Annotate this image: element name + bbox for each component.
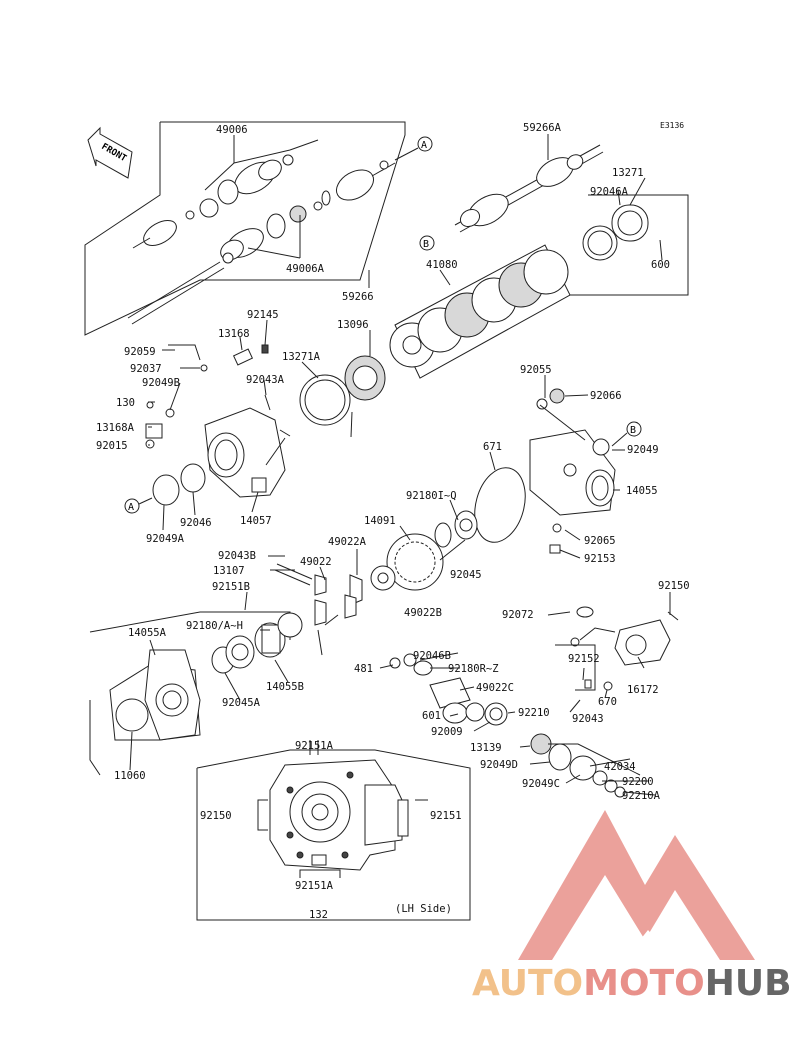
part-label: 49006A [286, 263, 325, 275]
automotohub-logo-icon [518, 810, 755, 960]
part-label: 59266 [342, 291, 374, 303]
part-label: 41080 [426, 259, 458, 271]
part-label: 92210 [518, 707, 550, 719]
part-label: 92043B [218, 550, 256, 562]
part-number-labels: E3136 49006 49006A 59266 59266A 13271 92… [96, 121, 690, 921]
left-housing [145, 344, 386, 506]
right-drive-shaft [454, 144, 689, 296]
diagram-code: E3136 [660, 121, 684, 130]
part-label: 13271A [282, 351, 321, 363]
part-label: 92180/A~H [186, 620, 243, 632]
part-label: 92151 [430, 810, 462, 822]
part-label: 92152 [568, 653, 600, 665]
part-label: 92150 [200, 810, 232, 822]
part-label: 92046B [413, 650, 451, 662]
left-cover-assembly [89, 611, 303, 776]
part-label: 14055 [626, 485, 658, 497]
ref-marker-a-top [417, 136, 433, 152]
part-label: 92046A [590, 186, 629, 198]
part-label: 13271 [612, 167, 644, 179]
right-housing [474, 388, 616, 554]
brand-watermark: AUTOMOTOHUB [472, 966, 792, 1002]
pinion-assembly [389, 653, 641, 798]
part-label: 92045 [450, 569, 482, 581]
part-label: 92072 [502, 609, 534, 621]
part-label: 92049B [142, 377, 180, 389]
part-label: 49022B [404, 607, 442, 619]
part-label: 92009 [431, 726, 463, 738]
brand-part-3: HUB [704, 963, 792, 1004]
part-label: 92210A [622, 790, 661, 802]
ring-gear-assembly [274, 510, 478, 626]
part-label: 13139 [470, 742, 502, 754]
ref-marker-b-top [419, 235, 435, 251]
clutch-pack [389, 244, 571, 379]
part-label: 132 [309, 909, 328, 921]
part-label: 92151A [295, 740, 334, 752]
part-label: 92037 [130, 363, 162, 375]
part-label: 92065 [584, 535, 616, 547]
part-label: 13168A [96, 422, 135, 434]
leader-lines [129, 134, 671, 796]
brand-part-2: MOTO [583, 963, 705, 1004]
view-note: (LH Side) [395, 903, 452, 915]
part-label: 92200 [622, 776, 654, 788]
part-label: 49022A [328, 536, 367, 548]
brand-part-1: AUTO [472, 963, 584, 1004]
part-label: 92049A [146, 533, 185, 545]
part-label: 92151A [295, 880, 334, 892]
part-label: 13168 [218, 328, 250, 340]
part-label: 49006 [216, 124, 248, 136]
part-label: 92043 [572, 713, 604, 725]
part-label: 92066 [590, 390, 622, 402]
part-label: 92059 [124, 346, 156, 358]
ref-marker-b-right [626, 421, 642, 437]
part-label: 13107 [213, 565, 245, 577]
part-label: 59266A [523, 122, 562, 134]
front-arrow-icon: FRONT [87, 126, 133, 179]
part-label: 92055 [520, 364, 552, 376]
ref-marker-a-left-label: A [128, 502, 134, 513]
part-label: 481 [354, 663, 373, 675]
part-label: 14091 [364, 515, 396, 527]
drive-shaft-assembly: FRONT [84, 121, 406, 336]
ref-marker-b-right-label: B [630, 425, 636, 436]
part-label: 13096 [337, 319, 369, 331]
part-label: 92045A [222, 697, 261, 709]
part-label: 92043A [246, 374, 285, 386]
part-label: 92046 [180, 517, 212, 529]
part-label: 92151B [212, 581, 250, 593]
part-label: 670 [598, 696, 617, 708]
part-label: 130 [116, 397, 135, 409]
part-label: 92180R~Z [448, 663, 499, 675]
part-label: 92153 [584, 553, 616, 565]
part-label: 600 [651, 259, 670, 271]
part-label: 92015 [96, 440, 128, 452]
ref-marker-a-left [124, 498, 140, 514]
reference-markers: A B B A [124, 136, 642, 514]
part-label: 11060 [114, 770, 146, 782]
lh-side-inset [196, 740, 471, 921]
part-label: 671 [483, 441, 502, 453]
part-label: 92180I~Q [406, 490, 457, 502]
part-label: 92049 [627, 444, 659, 456]
part-label: 16172 [627, 684, 659, 696]
part-label: 49022 [300, 556, 332, 568]
ref-marker-a-top-label: A [421, 140, 427, 151]
part-label: 14055B [266, 681, 304, 693]
part-label: 14055A [128, 627, 167, 639]
part-label: 92049C [522, 778, 560, 790]
part-label: 42034 [604, 761, 636, 773]
actuator-assembly [555, 606, 679, 691]
part-label: 14057 [240, 515, 272, 527]
part-label: 49022C [476, 682, 514, 694]
part-label: 601 [422, 710, 441, 722]
part-label: 92150 [658, 580, 690, 592]
part-label: 92145 [247, 309, 279, 321]
ref-marker-b-top-label: B [423, 239, 429, 250]
part-label: 92049D [480, 759, 518, 771]
